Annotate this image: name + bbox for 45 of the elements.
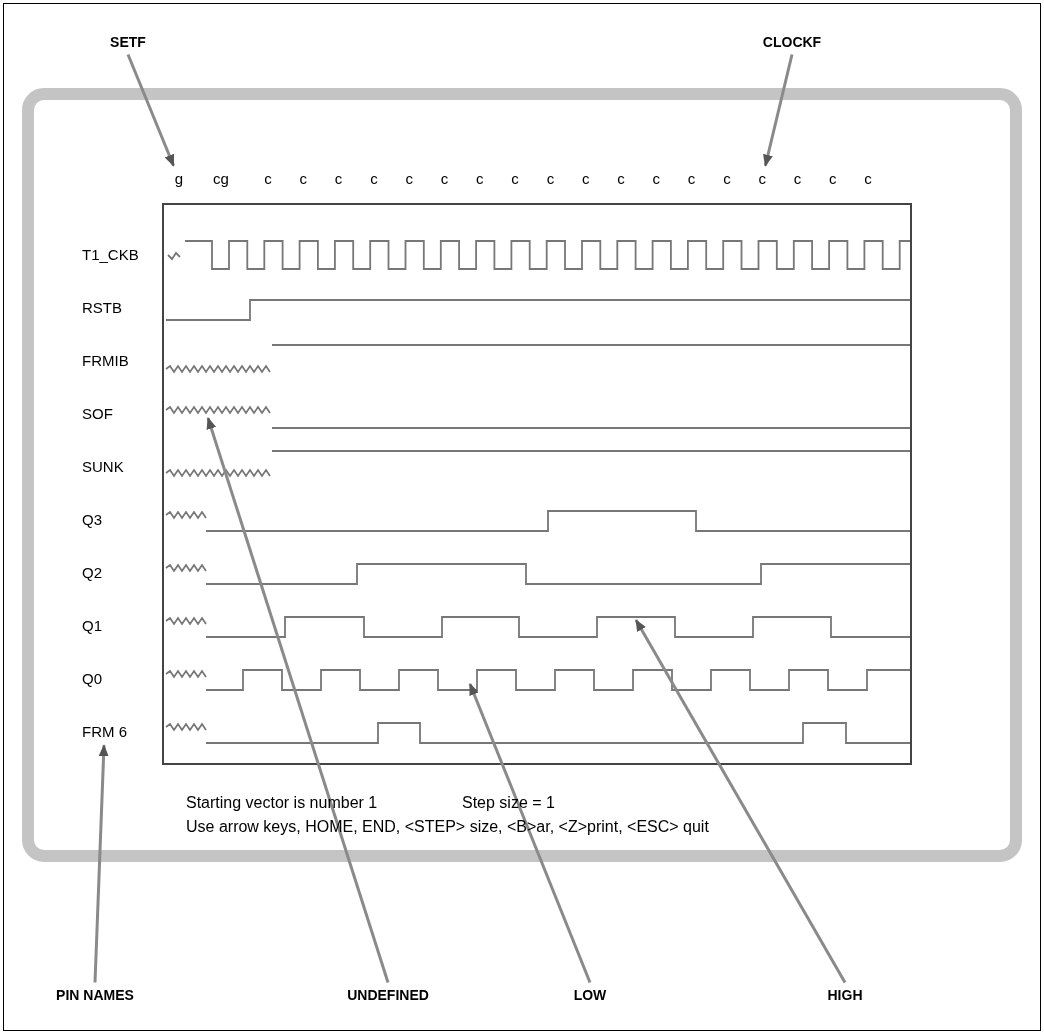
marker-letter: c <box>581 168 590 189</box>
marker-letter: cg <box>213 168 229 189</box>
leader-arrow <box>763 54 794 167</box>
callout-label: LOW <box>573 984 607 1006</box>
marker-letter: c <box>758 167 766 191</box>
status-text: Step size = 1 <box>462 793 555 813</box>
callout-label: CLOCKF <box>762 31 822 53</box>
marker-letter: g <box>174 167 184 191</box>
marker-letter: c <box>334 168 343 189</box>
pin-name: Q0 <box>82 668 102 689</box>
marker-letter: c <box>440 168 449 189</box>
marker-letter: c <box>687 168 696 189</box>
marker-letter: c <box>652 168 661 189</box>
marker-letter: c <box>723 168 731 189</box>
leader-arrow <box>634 619 847 984</box>
pin-name: SOF <box>82 403 113 424</box>
marker-letter: c <box>405 168 413 189</box>
callout-label: HIGH <box>827 984 863 1006</box>
marker-letter: c <box>476 168 484 189</box>
leader-arrow <box>93 744 109 983</box>
leader-arrow <box>126 53 175 167</box>
pin-name: FRM 6 <box>82 720 127 744</box>
pin-name: SUNK <box>82 456 124 477</box>
marker-letter: c <box>793 168 802 189</box>
pin-name: FRMIB <box>82 350 129 371</box>
pin-name: Q1 <box>82 615 102 636</box>
pin-name: T1_CKB <box>82 244 139 265</box>
callout-label: SETF <box>110 31 146 53</box>
callout-label: PIN NAMES <box>56 984 134 1006</box>
pin-name: Q3 <box>82 509 102 530</box>
marker-letter: c <box>864 168 872 189</box>
pin-name: RSTB <box>82 297 122 318</box>
status-text: Starting vector is number 1 <box>186 793 378 813</box>
marker-letter: c <box>264 168 272 189</box>
marker-letter: c <box>370 168 378 189</box>
leader-arrow <box>468 683 592 984</box>
help-text: Use arrow keys, HOME, END, <STEP> size, <B>ar, <Z>print, <ESC> quit <box>186 817 709 837</box>
marker-letter: c <box>829 168 837 189</box>
callout-label: UNDEFINED <box>347 984 429 1006</box>
pin-name: Q2 <box>82 562 102 583</box>
marker-letter: c <box>546 168 555 189</box>
marker-letter: c <box>299 168 308 189</box>
marker-letter: c <box>511 168 519 189</box>
marker-letter: c <box>617 168 625 189</box>
leader-arrow <box>206 417 390 983</box>
